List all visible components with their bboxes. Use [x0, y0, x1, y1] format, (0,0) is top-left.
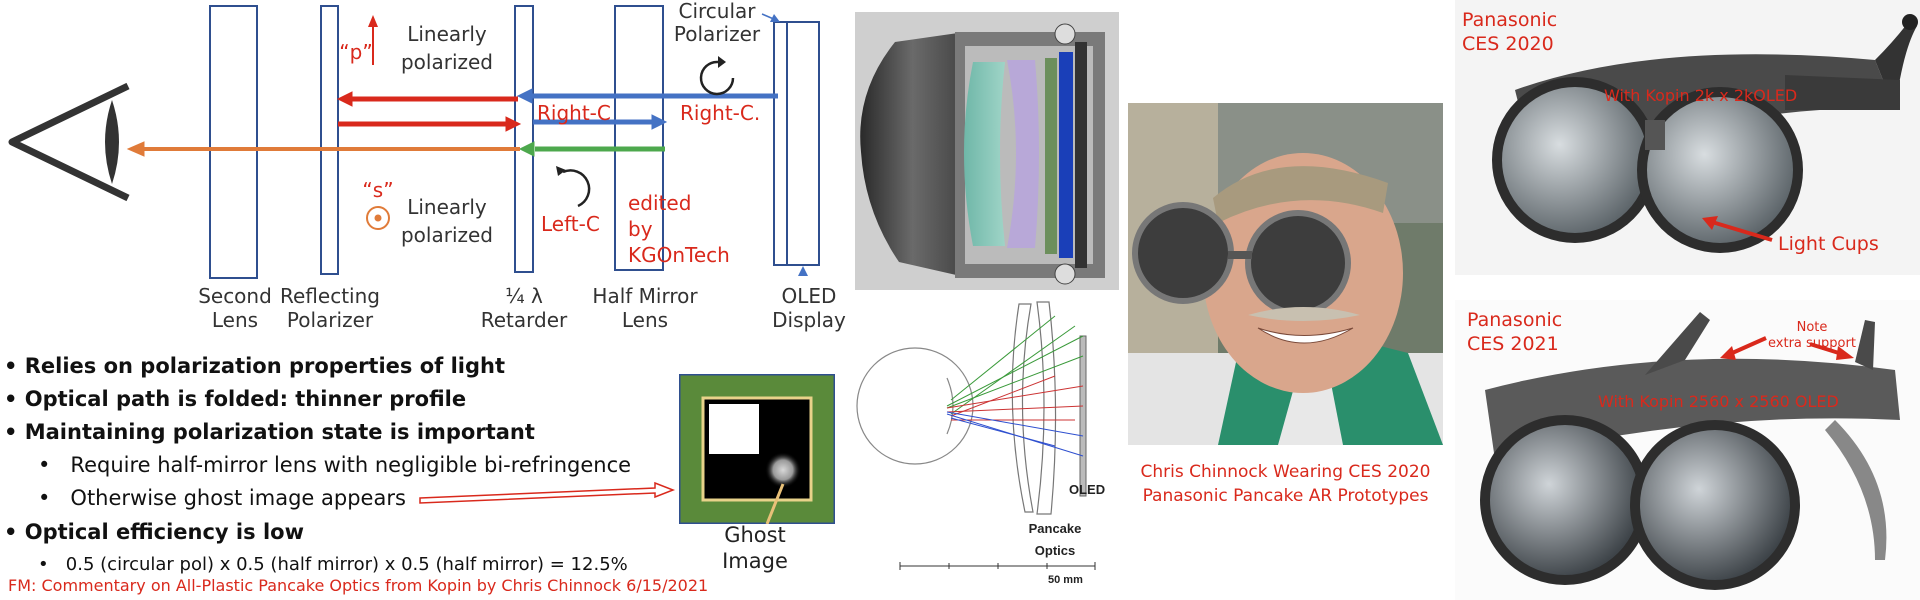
bullet-3: • Maintaining polarization state is impo…: [4, 420, 535, 444]
panasonic-2021-spec: With Kopin 2560 x 2560 OLED: [1598, 392, 1839, 411]
half-mirror-lens-label: Half Mirror Lens: [580, 284, 710, 332]
panasonic-2020-spec: With Kopin 2k x 2kOLED: [1604, 86, 1797, 105]
left-c-label: Left-C: [541, 212, 621, 236]
s-polarization-dot-icon: [367, 207, 389, 229]
linearly-polarized-s-label: Linearly polarized: [392, 193, 502, 249]
ghost-arrow: [415, 478, 680, 508]
edited-by-label: edited by KGOnTech: [628, 190, 748, 268]
pancake-optics-label: Pancake Optics: [1020, 518, 1090, 562]
footnote: FM: Commentary on All-Plastic Pancake Op…: [8, 576, 708, 595]
bullet-1: • Relies on polarization properties of l…: [4, 354, 505, 378]
bullet-6: • Optical efficiency is low: [4, 520, 304, 544]
p-polarization-label: “p”: [336, 40, 376, 64]
bullet-4-text: Require half-mirror lens with negligible…: [70, 453, 631, 477]
circular-arrow-right-icon: [701, 56, 733, 94]
bullet-6-text: Optical efficiency is low: [25, 520, 304, 544]
right-c-label-1: Right-C: [537, 101, 617, 125]
oled-display-label: OLED Display: [766, 284, 852, 332]
photo-caption: Chris Chinnock Wearing CES 2020 Panasoni…: [1128, 460, 1443, 508]
light-cups-arrow: [1700, 212, 1780, 252]
bullet-3-text: Maintaining polarization state is import…: [25, 420, 535, 444]
second-lens: [210, 6, 257, 278]
bullet-7-text: 0.5 (circular pol) x 0.5 (half mirror) x…: [66, 554, 628, 575]
bullet-2: • Optical path is folded: thinner profil…: [4, 387, 466, 411]
right-c-label-2: Right-C.: [680, 101, 770, 125]
pancake-oled-label: OLED: [1069, 482, 1105, 497]
bullet-4: • Require half-mirror lens with negligib…: [38, 453, 631, 477]
retarder-label: ¼ λ Retarder: [470, 284, 578, 332]
circular-polarizer-plate: [774, 22, 787, 265]
quarter-wave-retarder: [515, 6, 533, 272]
scale-label: 50 mm: [1048, 574, 1083, 586]
panasonic-2020-title: Panasonic CES 2020: [1462, 8, 1557, 56]
bullet-5: • Otherwise ghost image appears: [38, 486, 406, 510]
pancake-cross-section-image: [855, 12, 1119, 290]
orange-ray: [128, 142, 520, 156]
circular-arrow-left-icon: [556, 166, 589, 206]
reflecting-polarizer-label: Reflecting Polarizer: [268, 284, 392, 332]
bullet-1-text: Relies on polarization properties of lig…: [25, 354, 505, 378]
chris-chinnock-photo: [1128, 103, 1443, 445]
green-ray: [520, 142, 665, 156]
oled-display-plate: [787, 22, 819, 265]
bullet-2-text: Optical path is folded: thinner profile: [25, 387, 466, 411]
bullet-7: • 0.5 (circular pol) x 0.5 (half mirror)…: [38, 554, 628, 575]
bullet-5-text: Otherwise ghost image appears: [70, 486, 406, 510]
light-cups-label: Light Cups: [1778, 233, 1879, 255]
panasonic-2021-title: Panasonic CES 2021: [1467, 308, 1562, 356]
circular-polarizer-label: Circular Polarizer: [667, 0, 767, 46]
eye-icon: [12, 86, 128, 198]
ghost-image-illustration: [679, 374, 835, 524]
red-ray: [338, 92, 520, 131]
oled-pointer: [798, 266, 808, 276]
extra-support-arrows: [1718, 330, 1858, 370]
ghost-image-label: Ghost Image: [700, 522, 810, 574]
linearly-polarized-p-label: Linearly polarized: [392, 20, 502, 76]
